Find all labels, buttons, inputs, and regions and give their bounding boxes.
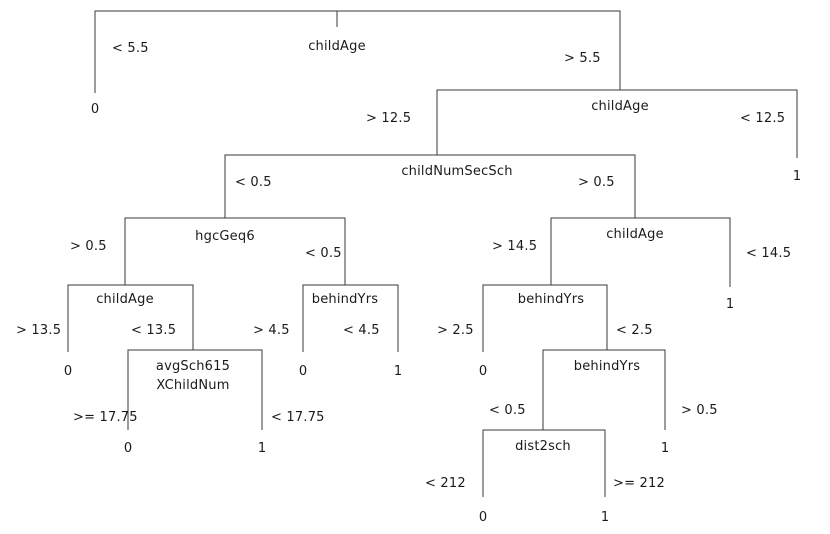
tree-edge: [302, 284, 345, 352]
tree-edge: [482, 284, 551, 352]
tree-edge: [620, 89, 798, 158]
tree-split-condition: > 0.5: [70, 239, 107, 254]
tree-edge: [436, 89, 620, 155]
tree-split-condition: > 0.5: [578, 175, 615, 190]
tree-split-condition: < 212: [425, 476, 466, 491]
tree-leaf-value: 1: [601, 510, 609, 525]
tree-split-condition: >= 212: [613, 476, 665, 491]
tree-split-condition: > 13.5: [16, 323, 61, 338]
tree-split-condition: > 0.5: [681, 403, 718, 418]
tree-node-label: dist2sch: [515, 439, 571, 454]
tree-leaf-value: 1: [258, 441, 266, 456]
tree-node-label: behindYrs: [518, 292, 584, 307]
tree-split-conditions: < 5.5 > 5.5 > 12.5 < 12.5 < 0.5 > 0.5 > 0.5 < 0…: [16, 41, 791, 491]
tree-edge: [607, 349, 666, 430]
tree-split-condition: > 12.5: [366, 111, 411, 126]
tree-leaf-value: 0: [479, 364, 487, 379]
tree-node-label: childNumSecSch: [401, 164, 512, 179]
tree-leaf-value: 0: [299, 364, 307, 379]
tree-edge: [224, 154, 437, 218]
tree-edge: [542, 349, 607, 430]
tree-split-condition: < 0.5: [235, 175, 272, 190]
tree-edge: [635, 217, 731, 287]
tree-split-condition: < 5.5: [112, 41, 149, 56]
tree-node-label: behindYrs: [574, 359, 640, 374]
tree-leaf-value: 0: [64, 364, 72, 379]
tree-split-condition: < 0.5: [305, 246, 342, 261]
tree-leaf-values: 0 1 1 0 0 1 0 0 1 1 0 1: [64, 102, 801, 525]
tree-edge: [437, 154, 636, 218]
tree-leaf-value: 1: [661, 441, 669, 456]
tree-edges: [67, 10, 798, 497]
tree-node-label: behindYrs: [312, 292, 378, 307]
tree-split-condition: < 14.5: [746, 246, 791, 261]
tree-edge: [543, 429, 606, 497]
tree-edge: [550, 217, 635, 285]
tree-split-condition: > 4.5: [253, 323, 290, 338]
tree-split-condition: < 12.5: [740, 111, 785, 126]
tree-node-label: avgSch615: [156, 359, 230, 374]
tree-split-condition: > 5.5: [564, 51, 601, 66]
tree-node-label: childAge: [308, 39, 366, 54]
tree-node-label: childAge: [591, 99, 649, 114]
tree-edge: [345, 284, 399, 352]
tree-leaf-value: 1: [726, 297, 734, 312]
tree-edge: [67, 284, 125, 352]
tree-split-condition: > 14.5: [492, 239, 537, 254]
tree-node-label: childAge: [96, 292, 154, 307]
tree-split-condition: > 2.5: [437, 323, 474, 338]
tree-internal-nodes: childAge childAge childNumSecSch hgcGeq6 chi…: [96, 39, 664, 454]
tree-leaf-value: 1: [394, 364, 402, 379]
tree-split-condition: < 0.5: [489, 403, 526, 418]
tree-edge: [94, 10, 337, 93]
tree-node-label: hgcGeq6: [195, 229, 255, 244]
tree-edge: [125, 284, 194, 350]
tree-edge: [337, 10, 621, 90]
tree-edge: [193, 349, 263, 430]
tree-split-condition: < 4.5: [343, 323, 380, 338]
tree-edge: [127, 349, 193, 430]
tree-edge: [225, 217, 346, 285]
tree-edge: [551, 284, 608, 350]
tree-edge: [124, 217, 225, 285]
tree-node-label: XChildNum: [156, 378, 229, 393]
tree-split-condition: >= 17.75: [73, 410, 138, 425]
tree-leaf-value: 1: [793, 169, 801, 184]
tree-split-condition: < 2.5: [616, 323, 653, 338]
tree-split-condition: < 17.75: [271, 410, 325, 425]
tree-node-label: childAge: [606, 227, 664, 242]
tree-leaf-value: 0: [124, 441, 132, 456]
tree-edge: [482, 429, 543, 497]
tree-leaf-value: 0: [91, 102, 99, 117]
tree-leaf-value: 0: [479, 510, 487, 525]
tree-split-condition: < 13.5: [131, 323, 176, 338]
